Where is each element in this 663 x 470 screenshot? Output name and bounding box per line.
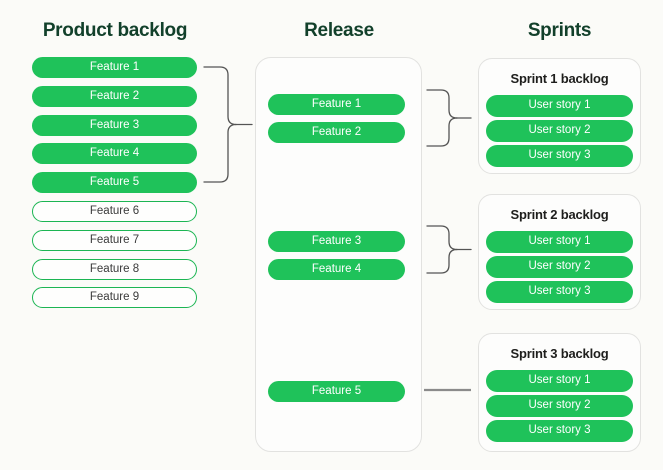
backlog-feature-9-pill: Feature 9	[32, 287, 197, 308]
sprint-2-card-title: Sprint 2 backlog	[510, 207, 609, 222]
release-feature-4-pill: Feature 4	[268, 259, 405, 280]
release-feature-5-pill: Feature 5	[268, 381, 405, 402]
backlog-feature-2-pill: Feature 2	[32, 86, 197, 107]
product-backlog-title: Product backlog	[42, 20, 188, 41]
backlog-feature-3-pill: Feature 3	[32, 115, 197, 136]
sprint-2-card: Sprint 2 backlog User story 1 User story…	[478, 194, 641, 310]
release-feature-1-pill: Feature 1	[268, 94, 405, 115]
sprint-3-user-story-2-pill: User story 2	[486, 395, 633, 417]
brace-release-to-sprint1	[426, 89, 472, 147]
backlog-feature-6-pill: Feature 6	[32, 201, 197, 222]
sprint-1-card: Sprint 1 backlog User story 1 User story…	[478, 58, 641, 174]
release-feature-2-pill: Feature 2	[268, 122, 405, 143]
backlog-feature-5-pill: Feature 5	[32, 172, 197, 193]
backlog-feature-1-pill: Feature 1	[32, 57, 197, 78]
sprint-1-user-story-3-pill: User story 3	[486, 145, 633, 167]
sprint-3-user-story-1-pill: User story 1	[486, 370, 633, 392]
release-container: Feature 1 Feature 2 Feature 3 Feature 4 …	[255, 57, 422, 452]
release-title: Release	[304, 20, 374, 41]
sprint-1-user-story-2-pill: User story 2	[486, 120, 633, 142]
sprint-3-card: Sprint 3 backlog User story 1 User story…	[478, 333, 641, 452]
sprint-3-user-story-3-pill: User story 3	[486, 420, 633, 442]
brace-backlog-to-release	[203, 66, 253, 183]
backlog-feature-4-pill: Feature 4	[32, 143, 197, 164]
sprint-2-user-story-3-pill: User story 3	[486, 281, 633, 303]
sprint-1-user-story-1-pill: User story 1	[486, 95, 633, 117]
sprint-3-card-title: Sprint 3 backlog	[510, 346, 609, 361]
sprint-2-user-story-1-pill: User story 1	[486, 231, 633, 253]
backlog-feature-7-pill: Feature 7	[32, 230, 197, 251]
backlog-feature-8-pill: Feature 8	[32, 259, 197, 280]
sprint-1-card-title: Sprint 1 backlog	[510, 71, 609, 86]
sprint-2-user-story-2-pill: User story 2	[486, 256, 633, 278]
sprints-title: Sprints	[527, 20, 592, 41]
brace-release-to-sprint2	[426, 225, 472, 274]
release-feature-3-pill: Feature 3	[268, 231, 405, 252]
